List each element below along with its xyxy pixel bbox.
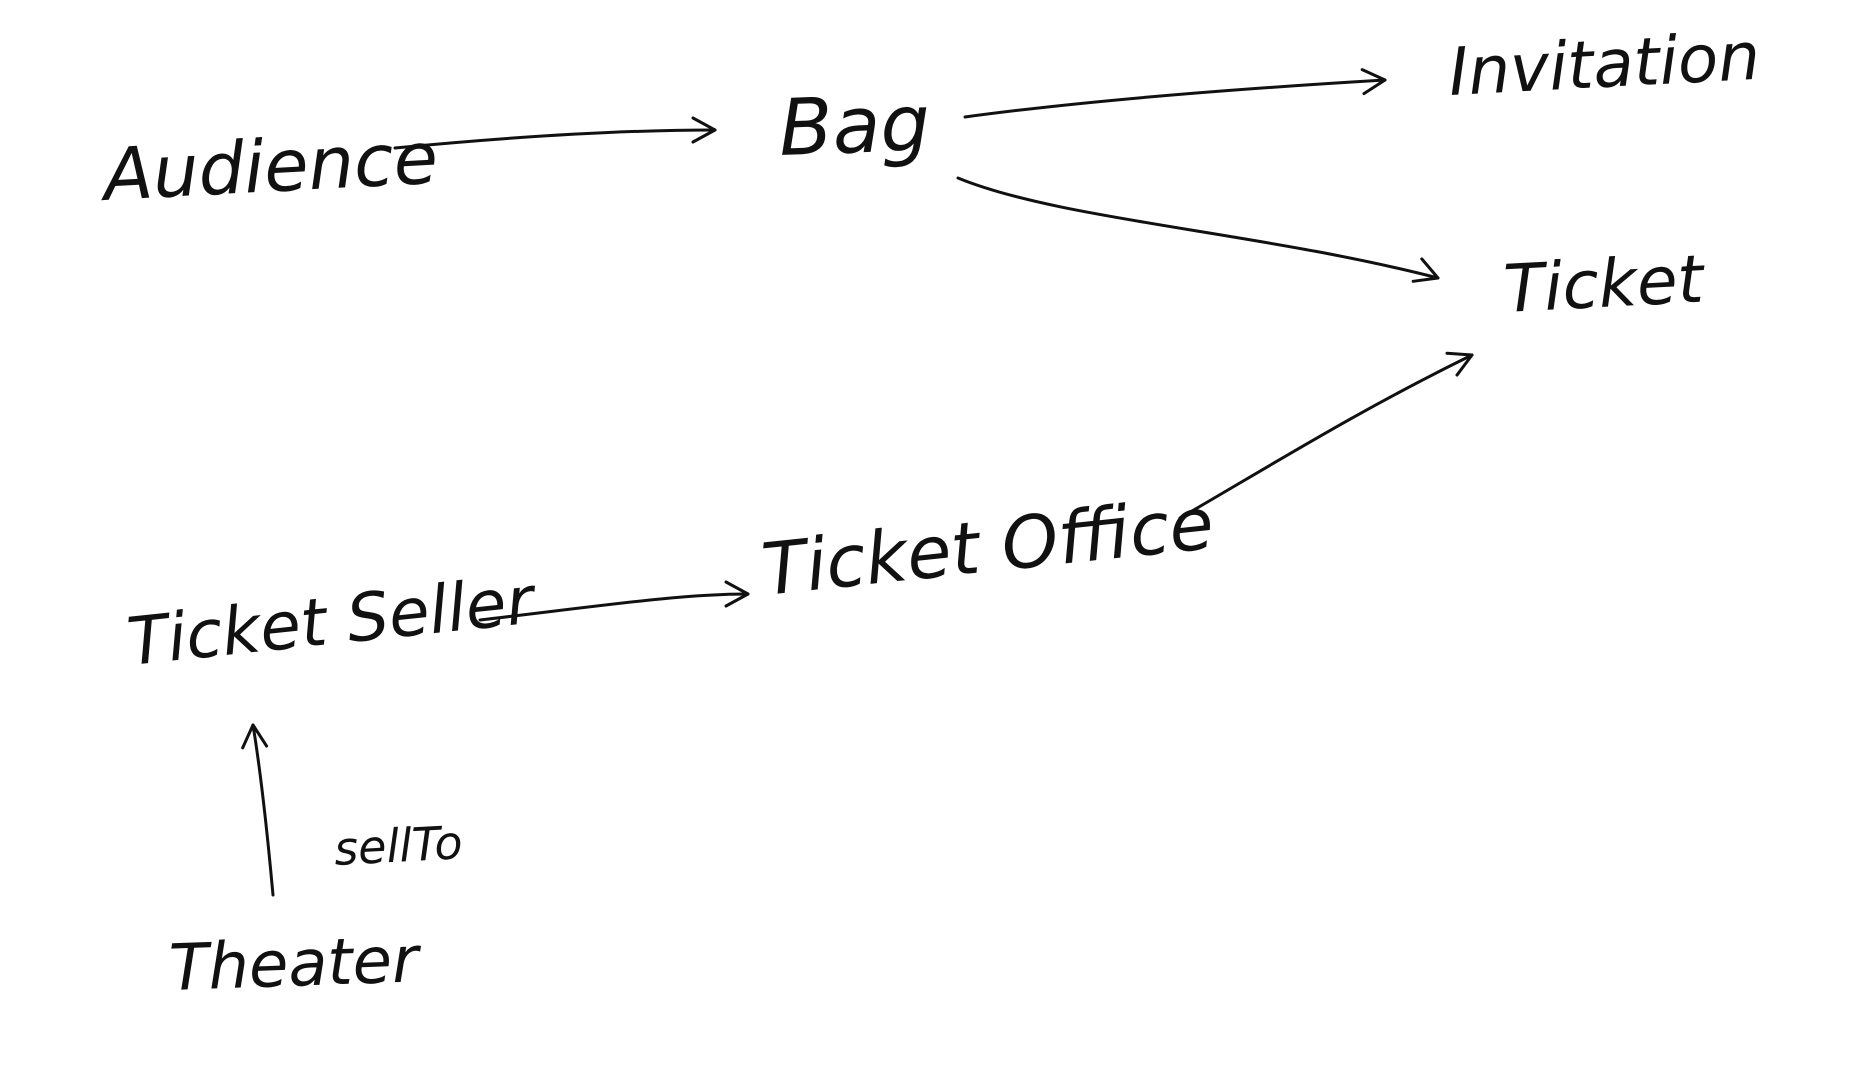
- node-theater: Theater: [168, 923, 423, 1006]
- edge-line: [1178, 353, 1474, 520]
- edges-layer: [241, 68, 1474, 897]
- edge-line: [393, 128, 717, 150]
- edge-audience-to-bag: [393, 116, 717, 150]
- arrowhead-icon: [724, 580, 750, 608]
- arrowhead-icon: [1360, 68, 1387, 96]
- edge-ticket-seller-to-ticket-office: [478, 580, 750, 622]
- arrowhead-icon: [241, 723, 269, 750]
- edge-line: [478, 592, 750, 622]
- node-audience: Audience: [97, 116, 439, 218]
- edge-bag-to-invitation: [963, 68, 1387, 119]
- arrowhead-icon: [691, 116, 717, 144]
- edge-labels-layer: sellTo: [333, 815, 464, 876]
- edge-line: [963, 78, 1387, 119]
- edge-label-theater-to-ticket-seller: sellTo: [333, 815, 464, 876]
- edge-bag-to-ticket: [956, 176, 1440, 283]
- arrowhead-icon: [1411, 257, 1440, 283]
- node-ticket-office: Ticket Office: [758, 481, 1218, 612]
- node-bag: Bag: [778, 79, 932, 174]
- edge-line: [251, 723, 275, 897]
- edge-theater-to-ticket-seller: [241, 723, 275, 897]
- edge-line: [956, 176, 1440, 280]
- arrowhead-icon: [1445, 351, 1474, 377]
- node-invitation: Invitation: [1447, 18, 1762, 111]
- edge-ticket-office-to-ticket: [1178, 351, 1474, 520]
- node-ticket-seller: Ticket Seller: [124, 561, 541, 681]
- node-ticket: Ticket: [1502, 241, 1708, 328]
